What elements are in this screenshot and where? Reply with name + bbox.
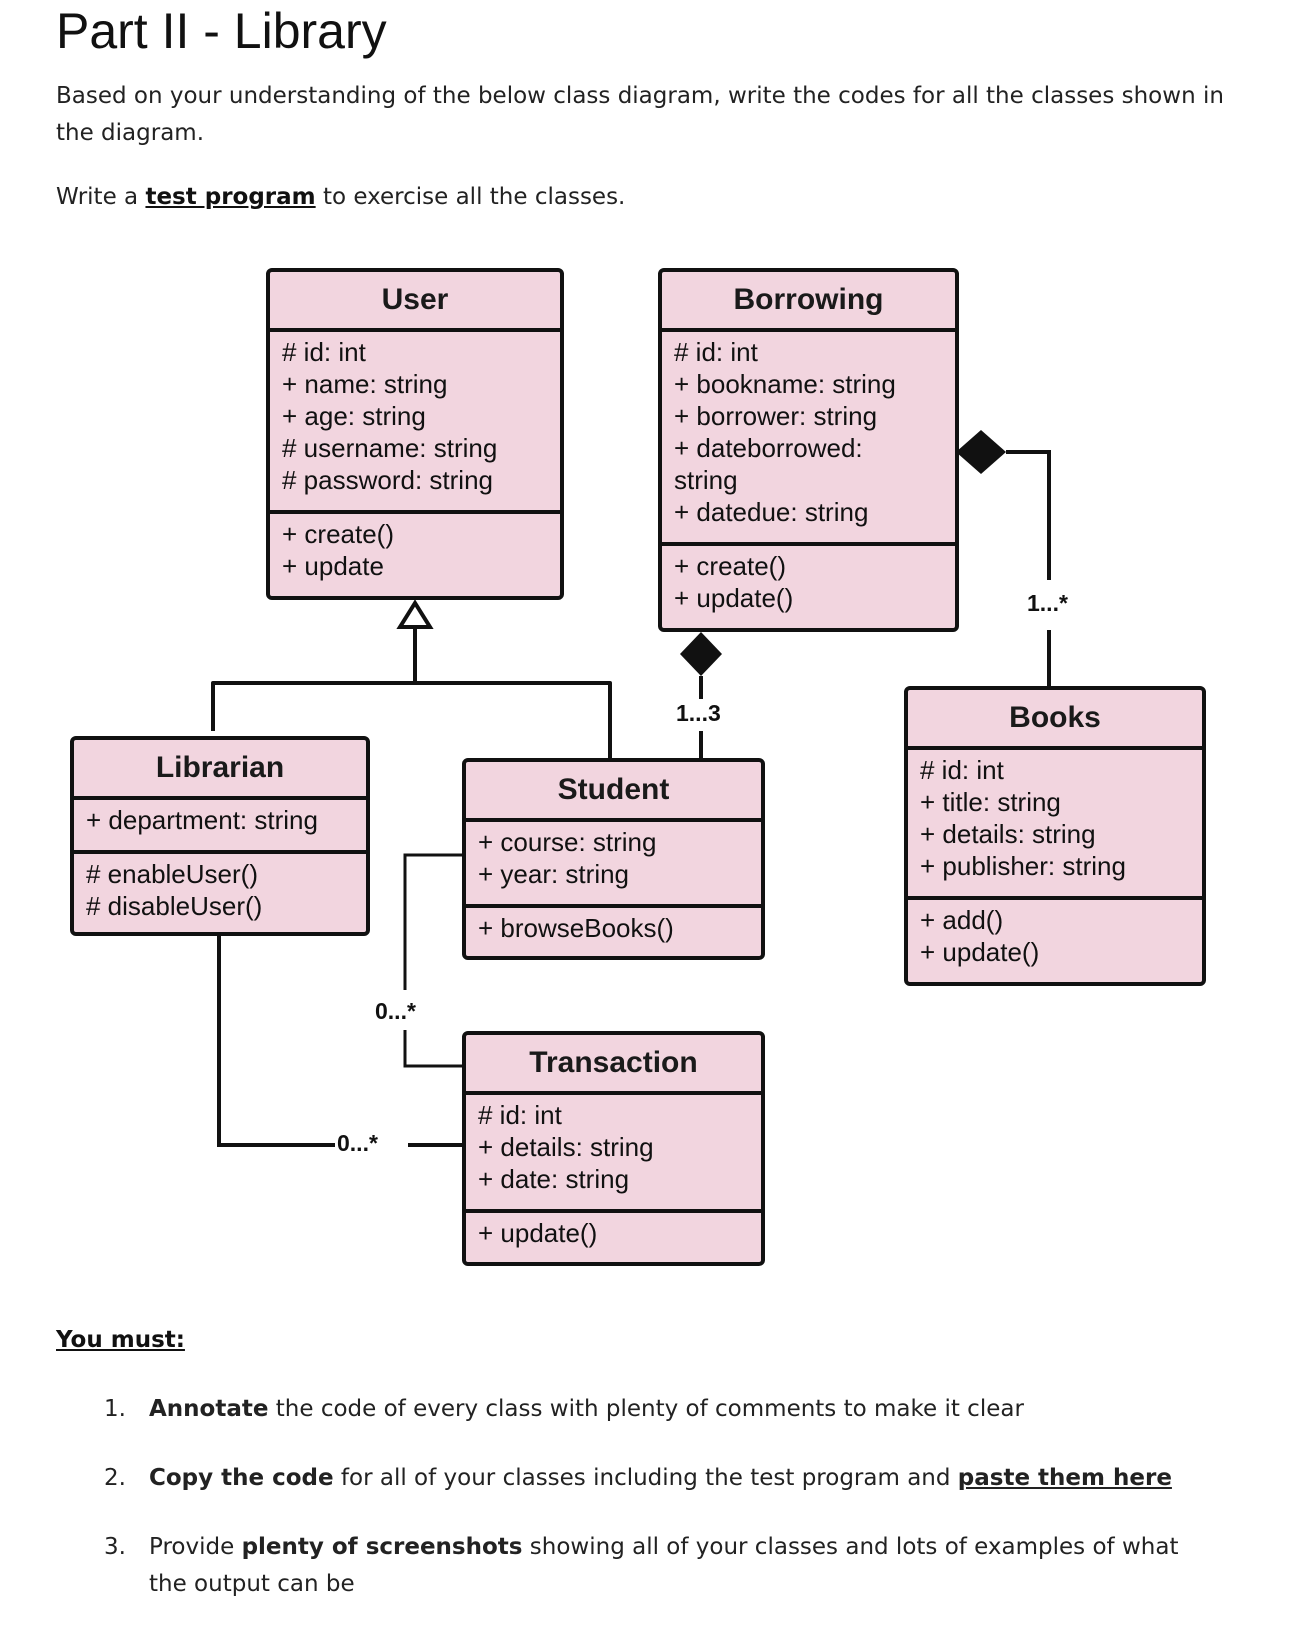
task-number: 1. [104, 1396, 126, 1422]
generalization-arrow-icon [396, 599, 434, 629]
attribute: + details: string [478, 1132, 654, 1162]
class-books-methods: + add() + update() [908, 900, 1202, 972]
page-title: Part II - Library [56, 3, 387, 59]
attribute: + year: string [478, 859, 630, 889]
class-borrowing-methods: + create() + update() [662, 546, 955, 618]
attribute: # id: int [282, 337, 366, 367]
method: + create() [282, 519, 394, 549]
attribute: + details: string [920, 819, 1096, 849]
class-student-name: Student [466, 762, 761, 822]
class-librarian-name: Librarian [74, 740, 366, 800]
class-books: Books # id: int + title: string + detail… [904, 686, 1206, 986]
must-heading-text: You must: [56, 1327, 185, 1353]
attribute: + department: string [86, 805, 318, 835]
method: + update() [920, 937, 1040, 967]
class-transaction-methods: + update() [466, 1213, 761, 1253]
attribute: # id: int [920, 755, 1004, 785]
task-number: 3. [104, 1534, 126, 1560]
test-program-link[interactable]: test program [145, 184, 316, 210]
class-transaction-attributes: # id: int + details: string + date: stri… [466, 1095, 761, 1213]
class-librarian-attributes: + department: string [74, 800, 366, 854]
class-librarian: Librarian + department: string # enableU… [70, 736, 370, 936]
test-instruction-suffix: to exercise all the classes. [315, 184, 626, 210]
composition-diamond-icon [680, 632, 722, 676]
task-text: Annotate the code of every class with pl… [149, 1391, 1209, 1428]
class-books-name: Books [908, 690, 1202, 750]
attribute: + title: string [920, 787, 1061, 817]
class-student: Student + course: string + year: string … [462, 758, 765, 960]
attribute: # id: int [674, 337, 758, 367]
class-user-methods: + create() + update [270, 514, 560, 586]
class-books-attributes: # id: int + title: string + details: str… [908, 750, 1202, 900]
task-pre: Provide [149, 1534, 242, 1560]
intro-paragraph: Based on your understanding of the below… [56, 83, 1224, 146]
attribute: + datedue: string [674, 497, 869, 527]
attribute: + date: string [478, 1164, 630, 1194]
multiplicity-label: 1...* [1027, 590, 1068, 616]
attribute: + publisher: string [920, 851, 1126, 881]
attribute: + borrower: string [674, 401, 878, 431]
attribute: # id: int [478, 1100, 562, 1130]
attribute: + dateborrowed: [674, 433, 863, 463]
method: + update [282, 551, 384, 581]
task-number: 2. [104, 1465, 126, 1491]
class-student-attributes: + course: string + year: string [466, 822, 761, 908]
method: + add() [920, 905, 1004, 935]
method: + update() [478, 1218, 598, 1248]
test-program-instruction: Write a test program to exercise all the… [56, 179, 625, 216]
class-borrowing: Borrowing # id: int + bookname: string +… [658, 268, 959, 632]
task-rest: showing all of your classes and lots of … [149, 1534, 1179, 1597]
task-emphasis: Annotate [149, 1396, 269, 1422]
attribute: + course: string [478, 827, 657, 857]
attribute: + age: string [282, 401, 426, 431]
student-transaction-line-lower [403, 1030, 465, 1068]
borrowing-books-line-upper [1006, 450, 1051, 580]
attribute: string [674, 465, 738, 495]
class-transaction-name: Transaction [466, 1035, 761, 1095]
task-text: Copy the code for all of your classes in… [149, 1460, 1209, 1497]
task-emphasis: plenty of screenshots [241, 1534, 523, 1560]
class-student-methods: + browseBooks() [466, 908, 761, 948]
attribute: # password: string [282, 465, 493, 495]
must-heading: You must: [56, 1322, 185, 1359]
paste-here-link[interactable]: paste them here [957, 1465, 1172, 1491]
attribute: + bookname: string [674, 369, 896, 399]
multiplicity-label: 0...* [375, 998, 416, 1024]
class-transaction: Transaction # id: int + details: string … [462, 1031, 765, 1266]
inheritance-line [211, 681, 612, 760]
class-user-name: User [270, 272, 560, 332]
task-rest: for all of your classes including the te… [333, 1465, 958, 1491]
method: # enableUser() [86, 859, 258, 889]
task-text: Provide plenty of screenshots showing al… [149, 1529, 1209, 1603]
task-rest: the code of every class with plenty of c… [268, 1396, 1024, 1422]
composition-diamond-icon [956, 430, 1006, 474]
class-borrowing-name: Borrowing [662, 272, 955, 332]
class-librarian-methods: # enableUser() # disableUser() [74, 854, 366, 926]
class-user: User # id: int + name: string + age: str… [266, 268, 564, 600]
method: + update() [674, 583, 794, 613]
test-instruction-prefix: Write a [56, 184, 146, 210]
class-borrowing-attributes: # id: int + bookname: string + borrower:… [662, 332, 955, 546]
task-emphasis: Copy the code [149, 1465, 334, 1491]
method: + create() [674, 551, 786, 581]
method: + browseBooks() [478, 913, 674, 943]
multiplicity-label: 1...3 [676, 700, 721, 726]
attribute: # username: string [282, 433, 498, 463]
librarian-transaction-line-left [217, 934, 335, 1147]
class-user-attributes: # id: int + name: string + age: string #… [270, 332, 560, 514]
student-transaction-line-upper [403, 853, 465, 990]
attribute: + name: string [282, 369, 448, 399]
method: # disableUser() [86, 891, 263, 921]
multiplicity-label: 0...* [337, 1130, 378, 1156]
